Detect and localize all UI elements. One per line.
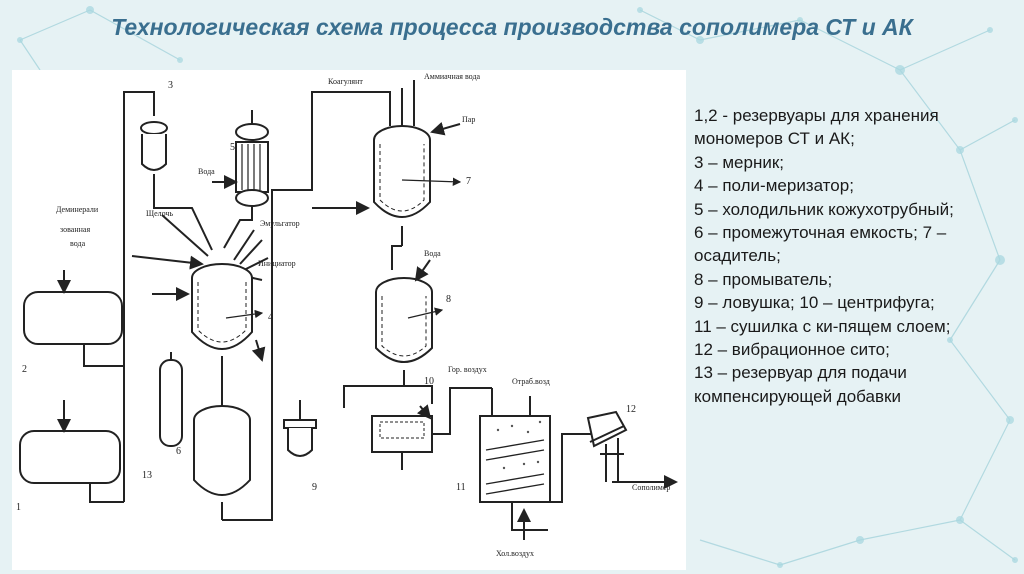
number-7: 7 [466,176,471,187]
number-1: 1 [16,502,21,513]
number-12: 12 [626,404,636,415]
label-demin-line3: вода [70,239,86,248]
number-9: 9 [312,482,317,493]
number-2: 2 [22,364,27,375]
label-demin-line2: зованная [60,225,90,234]
intermediate-tank-6 [193,420,251,496]
label-coagulant: Коагулянт [328,77,363,86]
number-10: 10 [424,376,434,387]
tank-1 [19,430,121,484]
precipitator-7 [373,140,431,218]
polymerizer-4 [191,278,253,350]
legend-item: 9 – ловушка; 10 – центрифуга; [694,293,935,313]
label-copolymer: Сополимер [632,483,670,492]
label-water-1: Вода [198,167,215,176]
metering-tank-3 [140,121,168,135]
label-cold-air: Хол.воздух [496,549,534,558]
number-3: 3 [168,80,173,91]
centrifuge-10 [371,415,433,453]
label-steam: Пар [462,115,475,124]
label-water-2: Вода [424,249,441,258]
label-hot-air: Гор. воздух [448,365,487,374]
number-6: 6 [176,446,181,457]
tank-2 [23,291,123,345]
legend-item: 1,2 - резервуары для хранения мономеров … [694,106,939,149]
label-spent-air: Отраб.возд [512,377,550,386]
label-demin-line1: Деминерали [56,205,99,214]
label-ammonia-water: Аммиачная вода [424,72,481,81]
number-5: 5 [230,142,235,153]
legend-item: 3 – мерник; [694,152,784,172]
legend-item: 5 – холодильник кожухотрубный; [694,199,954,219]
legend-item: 13 – резервуар для подачи компенсирующей… [694,363,907,406]
legend-item: 4 – поли-меризатор; [694,176,854,196]
number-4: 4 [268,312,273,323]
number-11: 11 [456,482,466,493]
tank-13 [159,359,183,447]
label-initiator: Инициатор [258,259,296,268]
label-emulsifier: Эмульгатор [260,219,300,228]
number-8: 8 [446,294,451,305]
legend-item: 12 – вибрационное сито; [694,340,890,360]
label-alkali: Щелочь [146,209,173,218]
diagram-canvas: Коагулянт Аммиачная вода Пар Вода Вода Щ… [16,72,678,558]
equipment-legend: 1,2 - резервуары для хранения мономеров … [694,104,1016,408]
number-13: 13 [142,470,152,481]
condenser-5 [235,141,269,193]
legend-item: 11 – сушилка с ки-пящем слоем; [694,316,951,336]
trap-9 [283,419,317,429]
washer-8 [375,292,433,363]
slide-title: Технологическая схема процесса производс… [111,14,913,40]
legend-item: 8 – промыватель; [694,269,833,289]
process-flow-diagram: Коагулянт Аммиачная вода Пар Вода Вода Щ… [12,70,686,570]
legend-item: 6 – промежуточная емкость; 7 – осадитель… [694,223,947,266]
